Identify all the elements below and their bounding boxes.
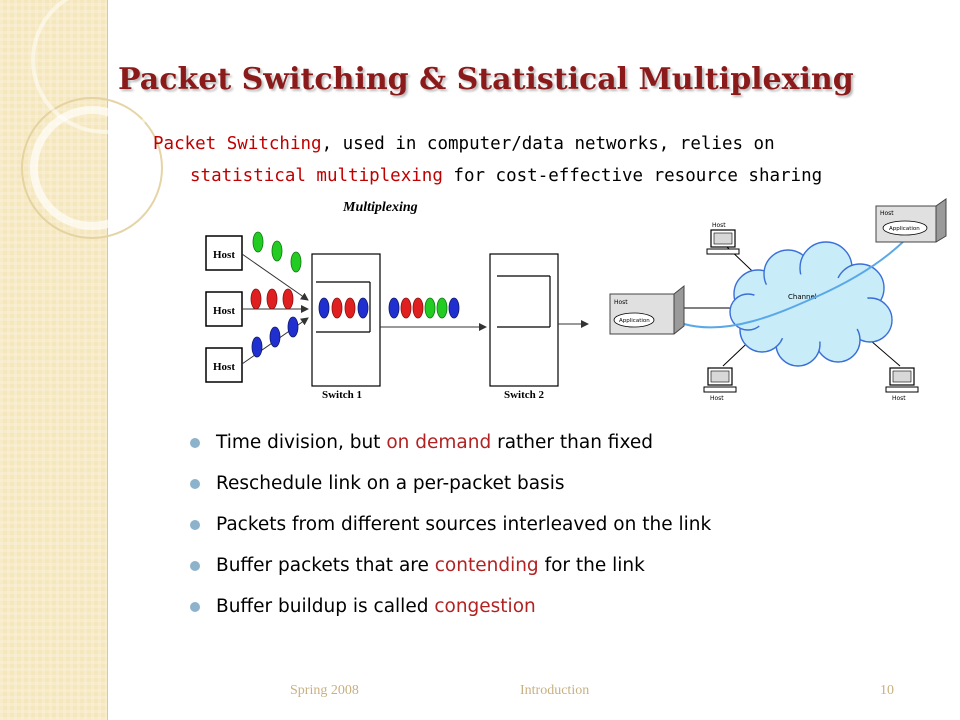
packet-green xyxy=(290,251,302,273)
host-computer-label-2: Host xyxy=(710,395,724,402)
host-label-3: Host xyxy=(213,361,235,373)
link-packet-green xyxy=(436,297,448,319)
footer-page-number: 10 xyxy=(880,683,894,698)
bullet-text-after: rather than fixed xyxy=(491,432,653,453)
intro-text-2: for cost-effective resource sharing xyxy=(442,166,823,186)
packet-red xyxy=(250,288,262,310)
host-label-2: Host xyxy=(213,305,235,317)
app-top-right-label: Application xyxy=(889,226,920,232)
channel-cloud-core xyxy=(750,274,870,342)
bullet-highlight: on demand xyxy=(386,432,492,453)
host-box-3: Host xyxy=(205,347,243,383)
packet-red xyxy=(266,288,278,310)
slide-title: Packet Switching & Statistical Multiplex… xyxy=(118,62,854,97)
switch-2-label: Switch 2 xyxy=(504,389,545,401)
packet-red xyxy=(282,288,294,310)
switch-1-label: Switch 1 xyxy=(322,389,362,401)
host-top-right-label: Host xyxy=(880,210,894,217)
bullet-text: Reschedule link on a per-packet basis xyxy=(216,473,565,494)
switch-1 xyxy=(311,253,381,387)
bullet-text: Time division, but xyxy=(216,432,387,453)
link-packet-red xyxy=(400,297,412,319)
computer-icon xyxy=(885,367,919,393)
bullet-item: Packets from different sources interleav… xyxy=(190,504,711,545)
queued-packet-blue xyxy=(318,297,330,319)
intro-line-1: Packet Switching, used in computer/data … xyxy=(153,128,822,160)
host-computer-label-3: Host xyxy=(892,395,906,402)
bullet-dot xyxy=(190,561,200,571)
footer-date: Spring 2008 xyxy=(290,683,359,698)
queued-packet-blue xyxy=(357,297,369,319)
bullet-text: Buffer packets that are xyxy=(216,555,435,576)
bullet-text-after: for the link xyxy=(538,555,645,576)
intro-line-2: statistical multiplexing for cost-effect… xyxy=(153,160,822,192)
footer-section: Introduction xyxy=(520,683,590,698)
band-edge-line xyxy=(107,0,108,720)
bullet-item: Time division, but on demand rather than… xyxy=(190,422,711,463)
bullet-item: Buffer buildup is called congestion xyxy=(190,586,711,627)
host-box-2: Host xyxy=(205,291,243,327)
bullet-item: Reschedule link on a per-packet basis xyxy=(190,463,711,504)
bullet-item: Buffer packets that are contending for t… xyxy=(190,545,711,586)
switch-2 xyxy=(489,253,559,387)
term-packet-switching: Packet Switching xyxy=(153,134,322,154)
computer-icon xyxy=(706,229,740,255)
bullet-text: Packets from different sources interleav… xyxy=(216,514,712,535)
queued-packet-red xyxy=(344,297,356,319)
packet-green xyxy=(271,240,283,262)
computer-icon xyxy=(703,367,737,393)
decorative-circles xyxy=(21,0,179,239)
packet-green xyxy=(252,231,264,253)
term-statistical-multiplexing: statistical multiplexing xyxy=(190,166,443,186)
bullet-dot xyxy=(190,520,200,530)
application-path xyxy=(683,225,919,329)
app-left-label: Application xyxy=(619,318,650,324)
host-computer-label-1: Host xyxy=(712,222,726,229)
intro-text-1: , used in computer/data networks, relies… xyxy=(321,134,775,154)
link-packet-red xyxy=(412,297,424,319)
bullet-highlight: contending xyxy=(434,555,539,576)
host-top-right-box xyxy=(875,198,947,243)
queued-packet-red xyxy=(331,297,343,319)
arrow-host1-switch1 xyxy=(241,253,309,301)
bullet-highlight: congestion xyxy=(434,596,536,617)
multiplexing-diagram: Multiplexing Host Host Host Switch 1 xyxy=(205,200,589,401)
intro-paragraph: Packet Switching, used in computer/data … xyxy=(153,128,822,192)
packet-blue xyxy=(287,316,299,338)
host-left-box xyxy=(609,284,685,335)
host-label-1: Host xyxy=(213,249,235,261)
bullet-list: Time division, but on demand rather than… xyxy=(190,422,711,627)
packet-blue xyxy=(269,326,281,348)
link-packet-blue xyxy=(448,297,460,319)
bullet-dot xyxy=(190,602,200,612)
host-left-label: Host xyxy=(614,299,628,306)
link-packet-green xyxy=(424,297,436,319)
host-box-1: Host xyxy=(205,235,243,271)
network-channel-diagram: Channel Host Application Host Applicatio… xyxy=(609,198,947,402)
packet-blue xyxy=(251,336,263,358)
channel-label: Channel xyxy=(788,293,817,301)
multiplexing-heading: Multiplexing xyxy=(342,200,418,215)
bullet-dot xyxy=(190,438,200,448)
bullet-dot xyxy=(190,479,200,489)
bullet-text: Buffer buildup is called xyxy=(216,596,435,617)
link-packet-blue xyxy=(388,297,400,319)
